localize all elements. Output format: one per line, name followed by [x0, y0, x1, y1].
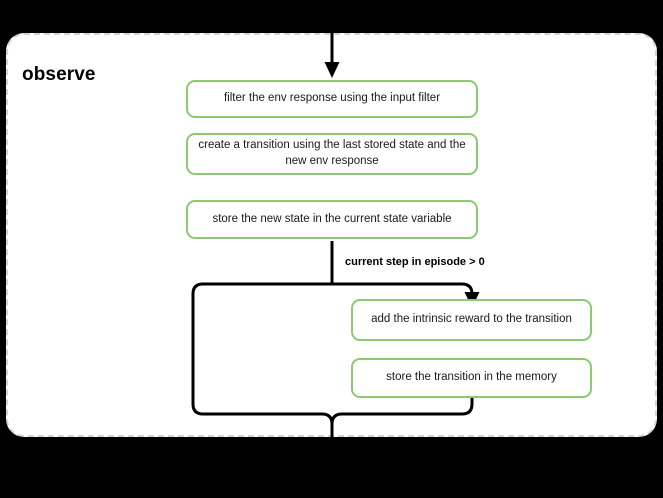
scope-title: observe — [22, 64, 96, 85]
node-create-transition[interactable]: create a transition using the last store… — [186, 133, 478, 175]
node-store-new-state[interactable]: store the new state in the current state… — [186, 200, 478, 239]
node-label: filter the env response using the input … — [223, 92, 441, 105]
node-add-intrinsic-reward[interactable]: add the intrinsic reward to the transiti… — [351, 299, 592, 341]
node-store-transition-memory[interactable]: store the transition in the memory — [351, 358, 592, 398]
node-filter-env-response[interactable]: filter the env response using the input … — [186, 80, 478, 118]
edge-label-condition: current step in episode > 0 — [345, 256, 485, 268]
node-label: add the intrinsic reward to the transiti… — [371, 313, 572, 326]
node-label: create a transition using the last store… — [198, 139, 466, 167]
node-label: store the transition in the memory — [386, 371, 557, 384]
node-label: store the new state in the current state… — [212, 212, 452, 225]
